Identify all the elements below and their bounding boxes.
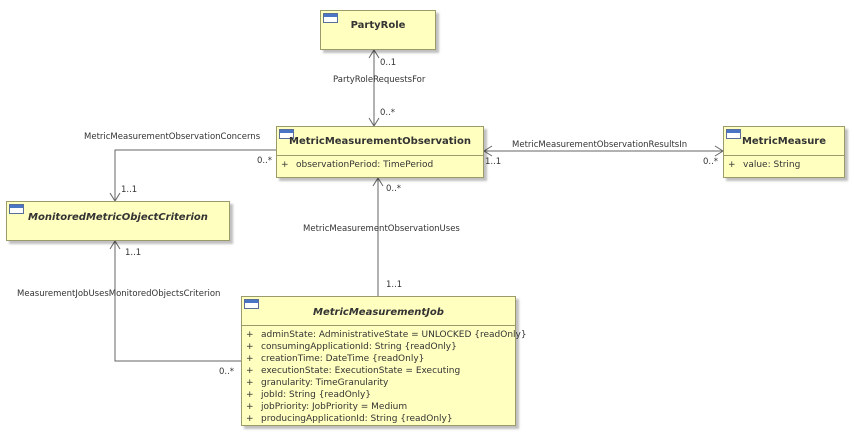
attribute-row: +creationTime: DateTime {readOnly} <box>246 354 425 364</box>
attribute-list: +adminState: AdministrativeState = UNLOC… <box>242 325 527 425</box>
results-in-mult-obs: 1..1 <box>485 157 502 167</box>
class-name: MetricMeasurementJob <box>313 307 444 318</box>
class-name: PartyRole <box>350 20 406 31</box>
uses-arrowhead <box>372 177 384 187</box>
attribute-row: +producingApplicationId: String {readOnl… <box>246 414 453 424</box>
class-name: MonitoredMetricObjectCriterion <box>28 212 208 223</box>
requests-for-name: PartyRoleRequestsFor <box>333 75 426 85</box>
job-uses-name: MeasurementJobUsesMonitoredObjectsCriter… <box>17 289 221 299</box>
uses-mult-job: 1..1 <box>386 280 403 290</box>
job-uses-mult-job: 0..* <box>219 367 235 377</box>
class-monitored-metric-object-criterion[interactable]: MonitoredMetricObjectCriterion <box>6 201 230 241</box>
concerns-name: MetricMeasurementObservationConcerns <box>84 132 261 142</box>
class-icon <box>323 13 338 23</box>
attribute-row: + observationPeriod: TimePeriod <box>281 160 434 170</box>
attribute-list: + observationPeriod: TimePeriod <box>277 155 483 171</box>
class-name: MetricMeasurementObservation <box>289 136 471 147</box>
results-in-mult-measure: 0..* <box>703 157 719 167</box>
class-icon <box>244 299 259 309</box>
attribute-row: +jobId: String {readOnly} <box>246 390 372 400</box>
attribute-row: +granularity: TimeGranularity <box>246 378 389 388</box>
attribute-row: +jobPriority: JobPriority = Medium <box>246 402 408 412</box>
attribute-row: + value: String <box>728 160 801 170</box>
concerns-mult-crit: 1..1 <box>121 185 138 195</box>
uses-name: MetricMeasurementObservationUses <box>303 224 460 234</box>
class-party-role[interactable]: PartyRole <box>320 10 436 50</box>
requests-for-arrowhead <box>368 49 380 59</box>
attribute-row: +adminState: AdministrativeState = UNLOC… <box>246 330 527 340</box>
attribute-list: + value: String <box>724 155 844 171</box>
job-uses-line <box>114 241 241 362</box>
job-uses-mult-crit: 1..1 <box>125 248 142 258</box>
attribute-row: +consumingApplicationId: String {readOnl… <box>246 342 457 352</box>
class-icon <box>726 129 741 139</box>
attribute-row: +executionState: ExecutionState = Execut… <box>246 366 461 376</box>
class-icon <box>9 204 24 214</box>
class-metric-measure[interactable]: MetricMeasure + value: String <box>723 126 845 178</box>
concerns-line <box>114 149 276 201</box>
results-in-name: MetricMeasurementObservationResultsIn <box>512 140 688 150</box>
uses-mult-obs: 0..* <box>386 184 402 194</box>
class-metric-measurement-observation[interactable]: MetricMeasurementObservation + observati… <box>276 126 484 178</box>
class-icon <box>279 129 294 139</box>
job-uses-arrowhead <box>109 240 121 250</box>
class-metric-measurement-job[interactable]: MetricMeasurementJob +adminState: Admini… <box>241 296 527 426</box>
requests-for-mult-top: 0..1 <box>380 58 397 68</box>
class-name: MetricMeasure <box>741 136 827 147</box>
results-in-arrowhead-left <box>483 145 493 157</box>
requests-for-mult-bottom: 0..* <box>380 108 396 118</box>
concerns-mult-obs: 0..* <box>257 156 273 166</box>
